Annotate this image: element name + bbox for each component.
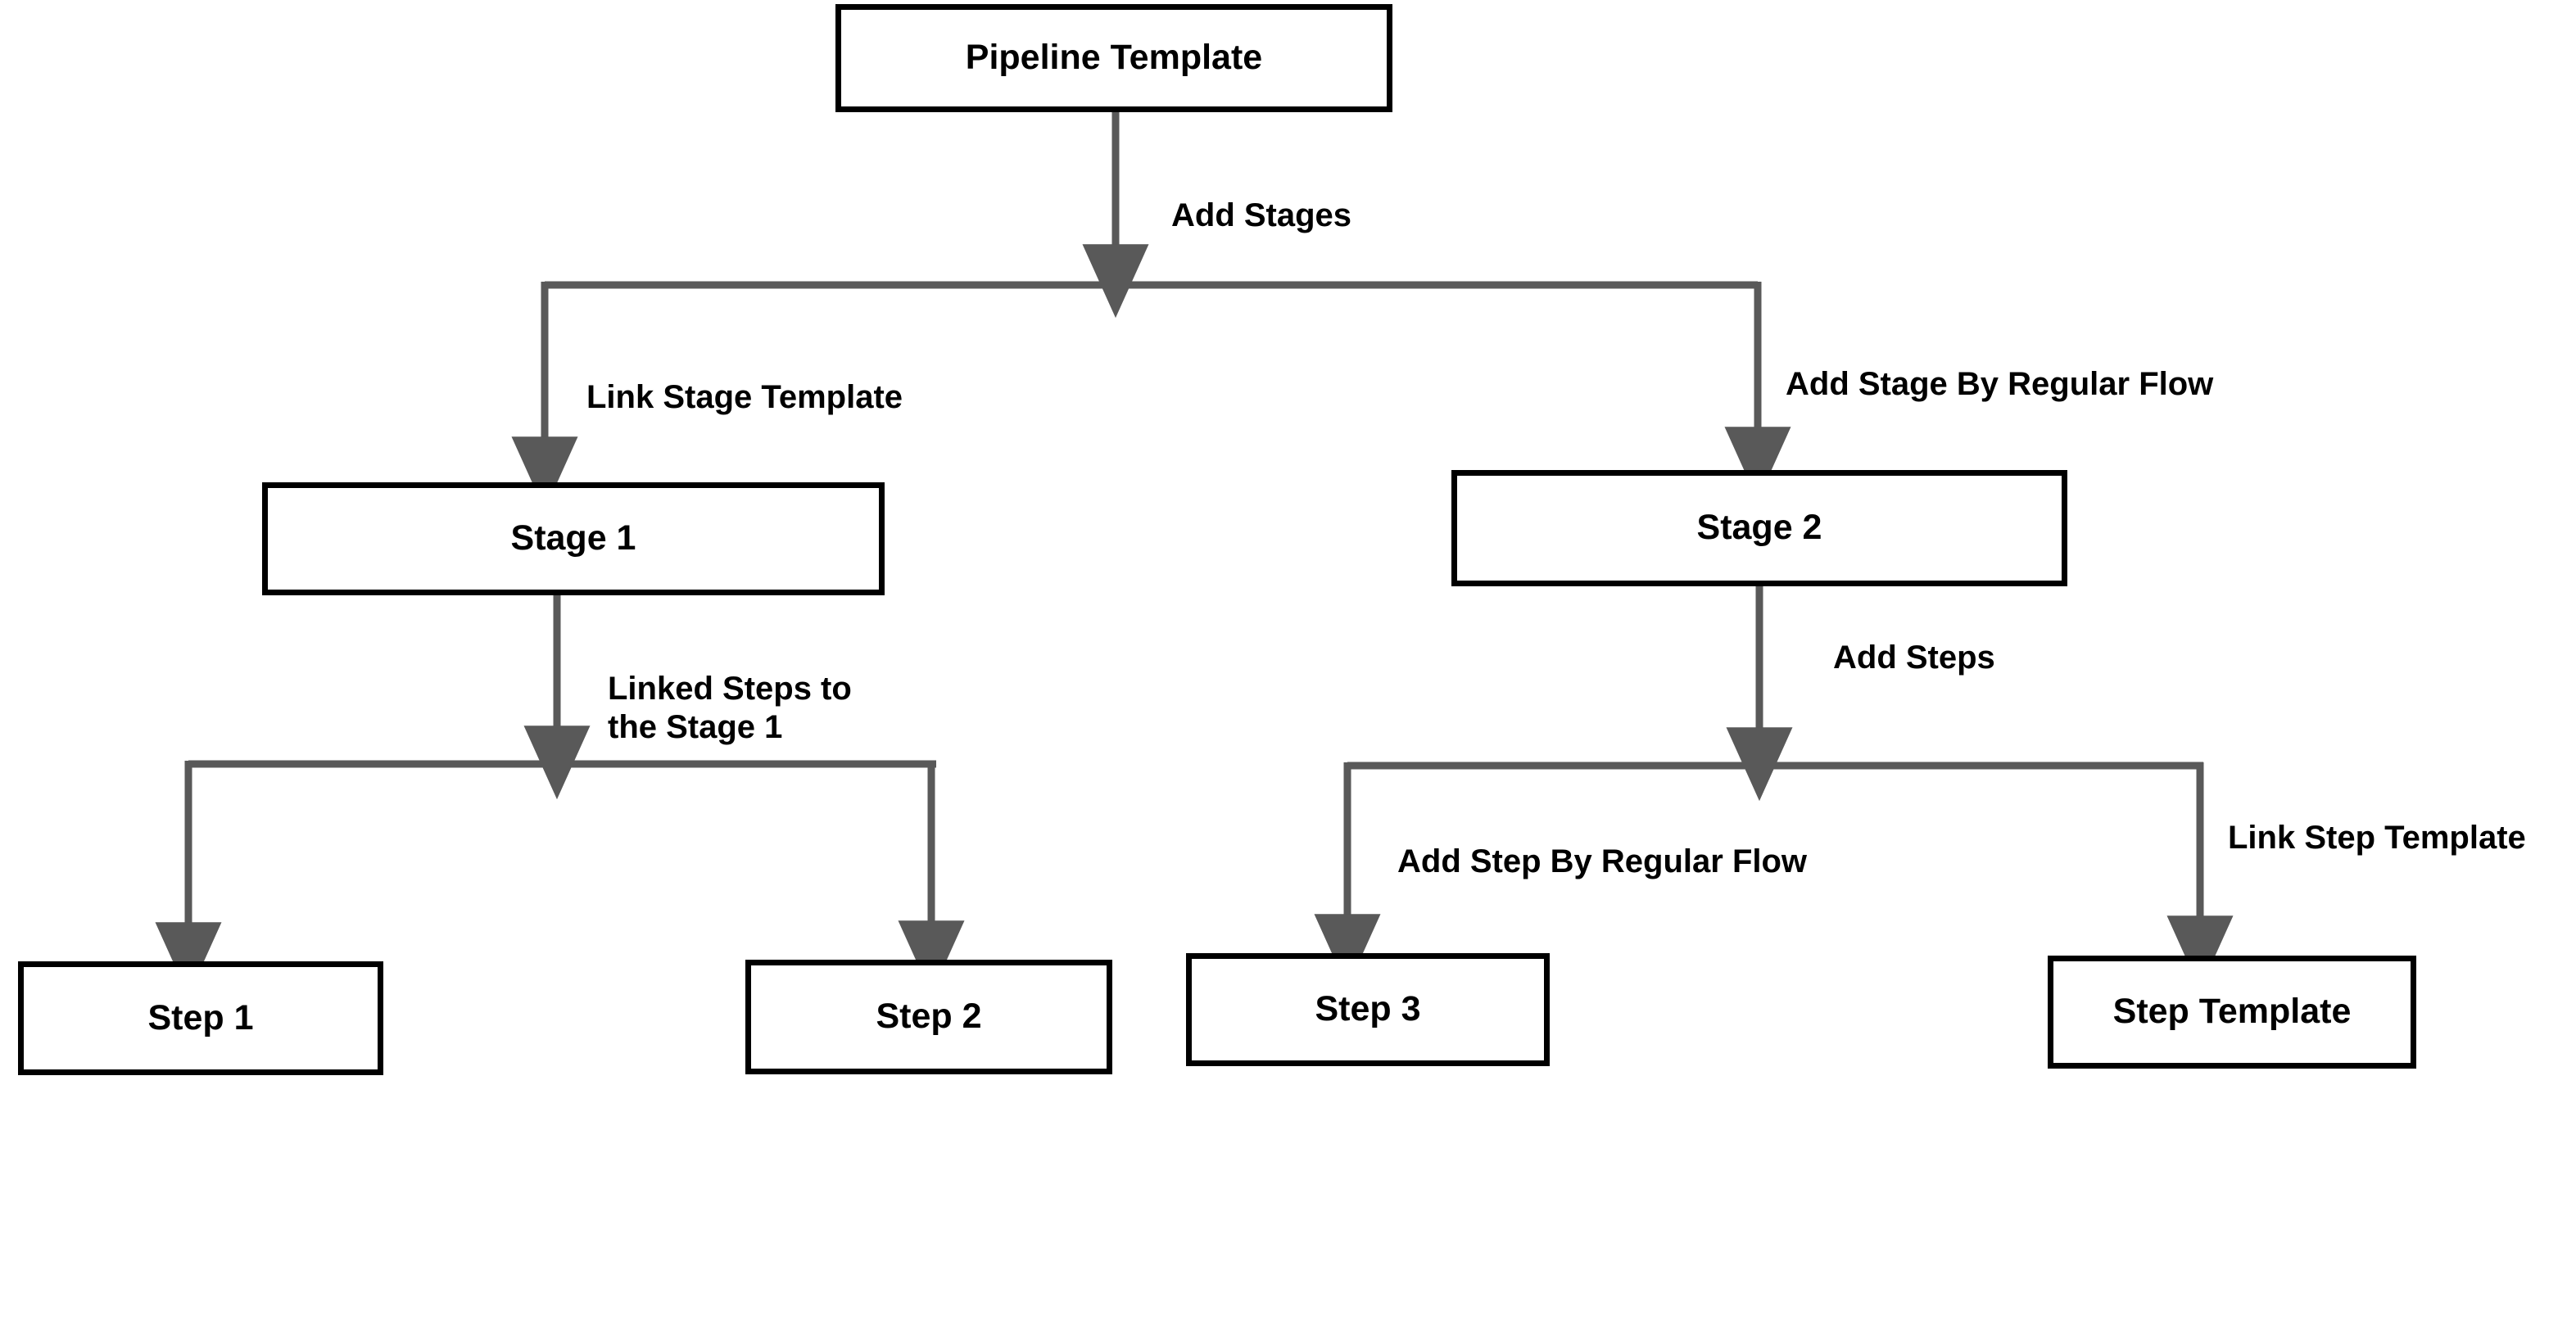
edge-label-add-stage-by-regular-flow: Add Stage By Regular Flow	[1786, 366, 2214, 402]
node-step-1-label: Step 1	[147, 997, 254, 1037]
node-step-2-label: Step 2	[876, 997, 982, 1037]
node-stage-2[interactable]: Stage 2	[1451, 470, 2067, 586]
edge-label-link-step-template: Link Step Template	[2228, 820, 2526, 856]
edge-label-add-steps: Add Steps	[1833, 640, 1995, 676]
node-stage-1[interactable]: Stage 1	[262, 482, 885, 595]
connector-linked-steps-stage-1	[155, 595, 965, 997]
node-stage-2-label: Stage 2	[1696, 508, 1822, 548]
edge-label-add-stages: Add Stages	[1171, 197, 1352, 233]
node-stage-1-label: Stage 1	[510, 518, 636, 558]
edge-label-linked-steps-to-the-stage-1: Linked Steps to the Stage 1	[608, 671, 852, 746]
node-pipeline-template[interactable]: Pipeline Template	[835, 4, 1392, 112]
node-step-3-label: Step 3	[1315, 989, 1421, 1029]
node-pipeline-template-label: Pipeline Template	[965, 38, 1263, 78]
edge-label-add-step-by-regular-flow: Add Step By Regular Flow	[1397, 843, 1808, 879]
node-step-1[interactable]: Step 1	[18, 961, 383, 1075]
node-step-template[interactable]: Step Template	[2048, 956, 2416, 1069]
node-step-template-label: Step Template	[2112, 992, 2352, 1032]
node-step-2[interactable]: Step 2	[745, 960, 1112, 1074]
connector-add-steps	[1314, 586, 2234, 990]
edge-label-link-stage-template: Link Stage Template	[586, 379, 903, 415]
connector-stage-bus	[511, 281, 1791, 511]
node-step-3[interactable]: Step 3	[1186, 953, 1550, 1066]
